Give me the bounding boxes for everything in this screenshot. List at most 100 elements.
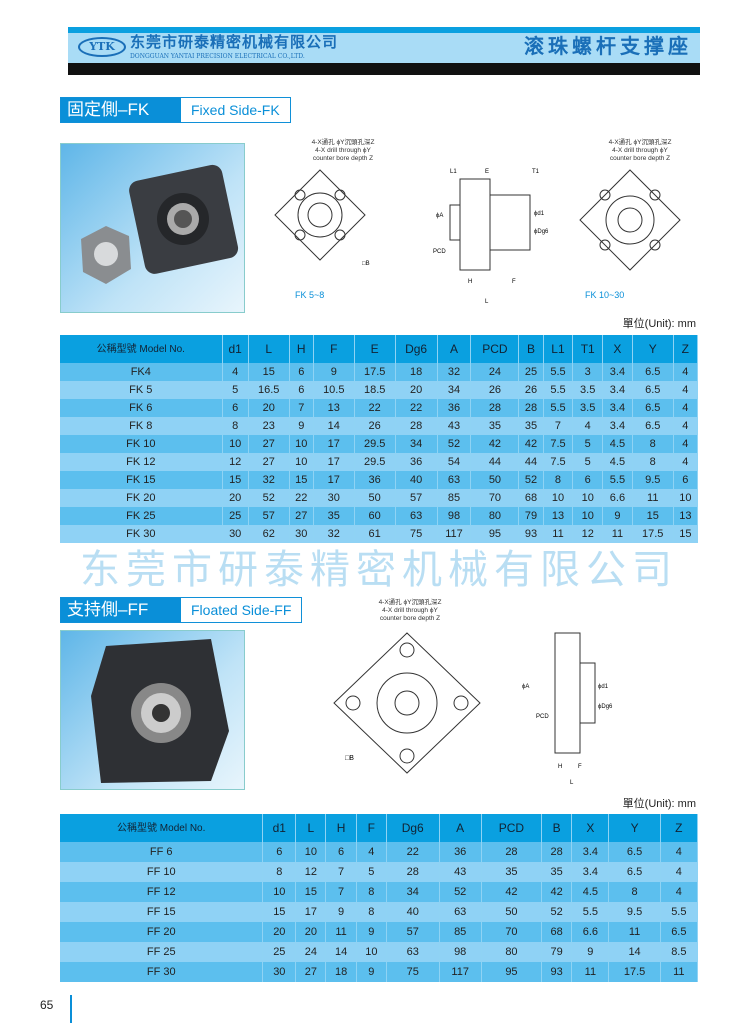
table-cell: 117 xyxy=(437,525,472,543)
table-cell: 85 xyxy=(437,489,472,507)
table-cell: 15 xyxy=(289,471,314,489)
table-cell: 44 xyxy=(518,453,544,471)
table-cell: 15 xyxy=(295,882,327,902)
table-cell: 9 xyxy=(325,902,357,922)
dim-pcd: PCD xyxy=(536,714,549,720)
table-cell: 75 xyxy=(386,962,440,982)
column-header: B xyxy=(541,814,573,842)
table-cell: 5.5 xyxy=(660,902,699,922)
table-cell: 24 xyxy=(470,363,520,381)
table-cell: 15 xyxy=(262,902,297,922)
column-header: L xyxy=(295,814,327,842)
table-cell: 34 xyxy=(386,882,440,902)
table-cell: 30 xyxy=(313,489,355,507)
table-cell: 28 xyxy=(395,417,438,435)
table-cell: 79 xyxy=(518,507,544,525)
table-cell: 8 xyxy=(356,902,387,922)
table-cell: 28 xyxy=(470,399,520,417)
table-cell: 93 xyxy=(541,962,573,982)
column-header: F xyxy=(313,335,355,363)
table-cell: 20 xyxy=(222,489,249,507)
model-cell: FK4 xyxy=(60,363,223,381)
model-cell: FF 15 xyxy=(60,902,264,922)
table-cell: 4 xyxy=(356,842,387,862)
table-cell: 52 xyxy=(248,489,290,507)
column-header: PCD xyxy=(470,335,520,363)
table-cell: 35 xyxy=(313,507,355,525)
table-cell: 5 xyxy=(572,453,604,471)
table-cell: 60 xyxy=(354,507,396,525)
model-cell: FK 15 xyxy=(60,471,223,489)
table-cell: 63 xyxy=(395,507,438,525)
company-name-en: DONGGUAN YANTAI PRECISION ELECTRICAL CO.… xyxy=(130,53,305,60)
table-cell: 34 xyxy=(395,435,438,453)
fk-note-en2: counter bore depth Z xyxy=(312,155,374,162)
table-cell: 12 xyxy=(222,453,249,471)
model-cell: FK 6 xyxy=(60,399,223,417)
column-header: d1 xyxy=(262,814,297,842)
table-cell: 4 xyxy=(660,862,699,882)
column-header: X xyxy=(571,814,610,842)
page-number: 65 xyxy=(40,998,54,1012)
dim-dg6: ϕDg6 xyxy=(534,229,549,235)
table-cell: 17.5 xyxy=(354,363,396,381)
fk-unit-label: 單位(Unit): mm xyxy=(622,318,696,330)
table-cell: 30 xyxy=(262,962,297,982)
table-cell: 4 xyxy=(673,399,699,417)
table-cell: 8 xyxy=(632,453,674,471)
model-cell: FF 30 xyxy=(60,962,264,982)
model-cell: FK 10 xyxy=(60,435,223,453)
ff-unit-label: 單位(Unit): mm xyxy=(622,798,696,810)
dim-a: ϕA xyxy=(436,213,443,219)
table-cell: 35 xyxy=(518,417,544,435)
table-cell: 5.5 xyxy=(543,381,574,399)
ff-note-cn: 4-X通孔 ϕY沉頭孔深Z xyxy=(378,599,442,606)
table-cell: 11 xyxy=(571,962,610,982)
table-cell: 62 xyxy=(248,525,290,543)
column-header: A xyxy=(437,335,472,363)
dim-b: □B xyxy=(345,755,354,762)
table-cell: 13 xyxy=(673,507,699,525)
table-cell: 7.5 xyxy=(543,435,574,453)
page-header-banner xyxy=(68,27,700,75)
table-cell: 9 xyxy=(313,363,355,381)
table-cell: 80 xyxy=(481,942,543,962)
table-cell: 98 xyxy=(439,942,482,962)
dim-l1: L1 xyxy=(450,169,457,175)
column-header: L xyxy=(248,335,290,363)
column-header: B xyxy=(518,335,544,363)
column-header: Z xyxy=(660,814,699,842)
table-cell: 11 xyxy=(325,922,357,942)
table-cell: 14 xyxy=(608,942,661,962)
table-cell: 8 xyxy=(543,471,574,489)
table-cell: 12 xyxy=(295,862,327,882)
table-cell: 13 xyxy=(313,399,355,417)
dim-dg6: ϕDg6 xyxy=(598,704,613,710)
column-header: F xyxy=(356,814,387,842)
column-header: Y xyxy=(632,335,674,363)
table-cell: 4 xyxy=(673,417,699,435)
column-header: L1 xyxy=(543,335,574,363)
table-cell: 6.5 xyxy=(632,363,674,381)
dim-h: H xyxy=(468,279,472,285)
table-cell: 11 xyxy=(543,525,574,543)
model-cell: FK 20 xyxy=(60,489,223,507)
column-header: Dg6 xyxy=(395,335,438,363)
fk-title-en: Fixed Side-FK xyxy=(181,98,290,122)
table-cell: 30 xyxy=(289,525,314,543)
table-cell: 11 xyxy=(608,922,661,942)
table-cell: 17 xyxy=(313,435,355,453)
model-cell: FF 12 xyxy=(60,882,264,902)
table-cell: 4 xyxy=(660,882,699,902)
table-cell: 3.5 xyxy=(572,381,604,399)
dim-l: L xyxy=(570,780,574,786)
table-cell: 22 xyxy=(395,399,438,417)
fk-title-cn: 固定側–FK xyxy=(61,98,181,122)
fk-product-photo xyxy=(60,143,245,313)
